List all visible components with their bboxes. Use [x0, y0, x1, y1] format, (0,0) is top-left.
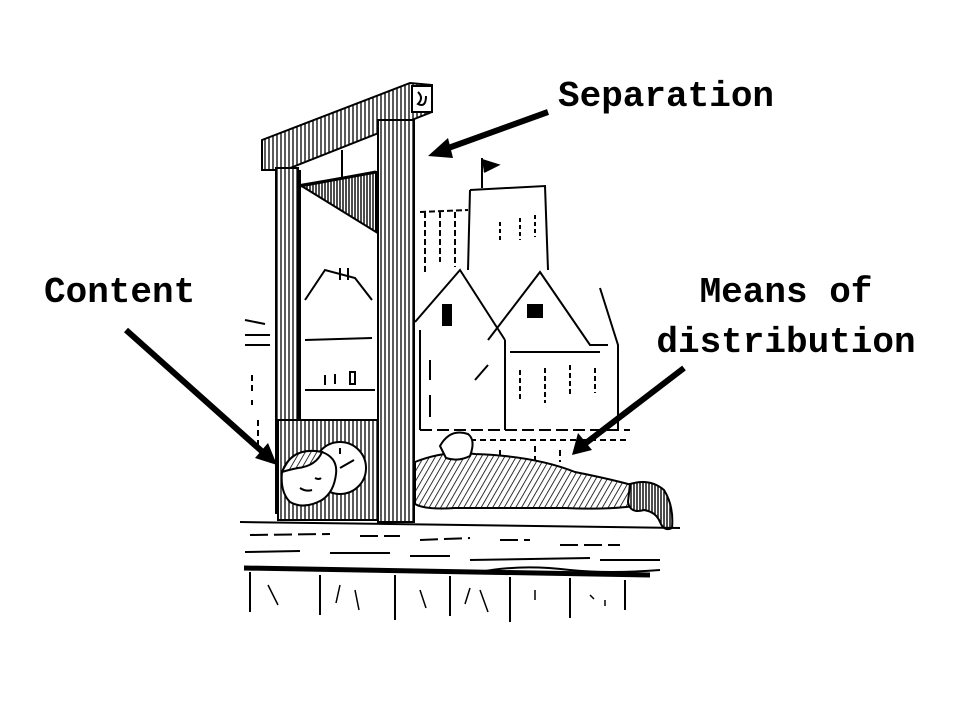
label-means-line-1: Means of — [699, 272, 873, 313]
arrowhead-separation-icon — [428, 138, 453, 158]
arrow-distribution — [580, 365, 686, 449]
arrow-content — [124, 327, 268, 458]
arrowhead-distribution-icon — [572, 433, 592, 455]
background-buildings — [244, 158, 630, 464]
annotation-arrows — [124, 109, 686, 465]
label-separation: Separation — [558, 76, 775, 117]
prone-figure — [280, 431, 674, 531]
label-means-line-2: distribution — [656, 322, 916, 363]
label-means-of-distribution: Means of distribution — [632, 268, 940, 368]
arrow-separation — [438, 109, 550, 154]
arrowhead-content-icon — [255, 443, 277, 465]
guillotine-frame — [261, 81, 433, 523]
label-content: Content — [44, 272, 196, 313]
platform — [239, 521, 681, 622]
